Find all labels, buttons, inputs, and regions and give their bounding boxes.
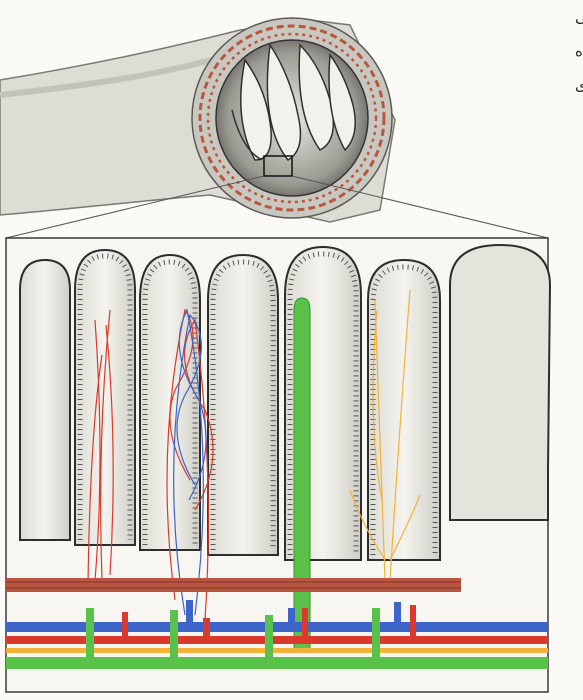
label-longitudinal-muscles: ماهیچه‌های طولی — [575, 8, 583, 26]
villus — [208, 255, 278, 555]
villus — [140, 255, 200, 550]
villi-panel — [6, 238, 550, 692]
lacteal — [294, 298, 310, 650]
muscle-band — [6, 578, 461, 592]
villus — [450, 245, 550, 520]
villus — [75, 250, 135, 545]
villus — [20, 260, 70, 540]
intestine-cross-section — [192, 18, 392, 218]
label-circular-muscles: ماهیچه‌های حلقوی — [575, 76, 583, 94]
label-intestinal-folds: چین‌خوردگیهای روده — [575, 42, 583, 60]
